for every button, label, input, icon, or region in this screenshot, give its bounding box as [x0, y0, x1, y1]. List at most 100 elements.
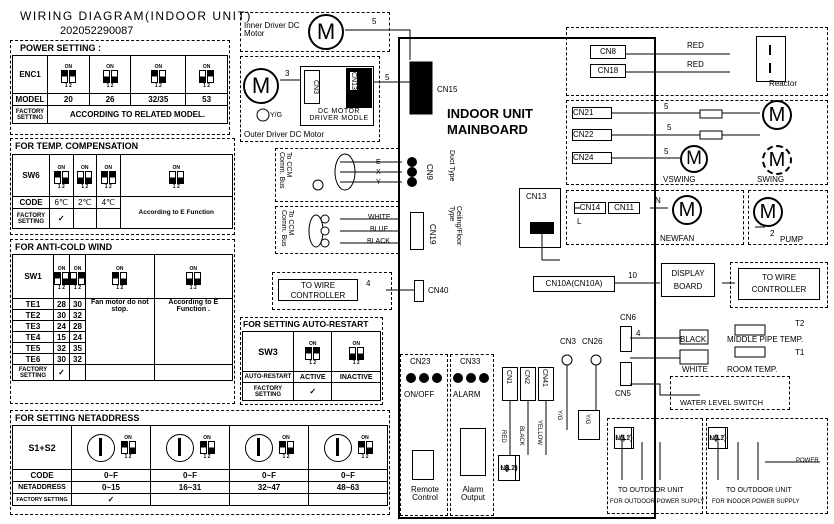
cn6-connector	[620, 326, 632, 352]
cn5-label: CN5	[615, 389, 632, 398]
dip-switch: ON 1 2	[72, 154, 98, 197]
switch-pos-1: 1	[203, 454, 207, 460]
switch-on-label: ON	[124, 435, 132, 441]
cell: TE6	[12, 353, 54, 365]
cell: TE1	[12, 298, 54, 310]
room-temp-label: ROOM TEMP.	[727, 365, 778, 374]
cn26-label: CN26	[582, 337, 603, 346]
anti-cold-wind-panel	[10, 239, 235, 404]
wire-number: 5	[385, 73, 390, 82]
reactor-box	[566, 27, 828, 96]
rotary-switch: ON 1 2	[308, 425, 388, 470]
switch-on-label: ON	[308, 340, 317, 347]
row-label-sw1: SW1	[12, 254, 54, 299]
address-value: 48~63	[308, 481, 388, 494]
switch-on-label: ON	[172, 164, 181, 171]
cell: TE2	[12, 309, 54, 321]
display-board: DISPLAY BOARD	[661, 263, 715, 297]
cn14-connector: CN14	[574, 202, 606, 214]
switch-pos-2: 2	[62, 284, 65, 291]
white-wire-label: WHITE	[682, 365, 708, 374]
dip-switch: ON 1 2	[49, 154, 74, 197]
alarm-box	[450, 354, 494, 516]
wire-controller-right-box	[730, 262, 828, 308]
wire-e: E	[376, 159, 381, 166]
check-icon: ✓	[107, 495, 115, 504]
reactor-label: Reactor	[769, 79, 798, 88]
cn24-connector: CN24	[572, 152, 612, 164]
dc-driver-label: DC MOTOR DRIVER MODLE	[309, 108, 369, 122]
model-value: 26	[88, 93, 132, 106]
rotary-switch: ON 1 2	[150, 425, 230, 470]
cn10a-connector: CN10A(CN10A)	[533, 276, 615, 292]
switch-pos-2: 2	[313, 359, 317, 366]
anti-cold-heading: FOR ANTI-COLD WIND	[15, 242, 113, 252]
cn1-connector	[502, 367, 518, 401]
water-level-label: WATER LEVEL SWITCH	[680, 398, 764, 407]
inactive-label: INACTIVE	[331, 371, 381, 383]
dip-switch: ON 1 2	[119, 154, 234, 197]
duct-comm-box	[275, 148, 399, 202]
switch-pos-1: 1	[124, 454, 128, 460]
code-value: 0~F	[308, 469, 388, 482]
switch-pos-2: 2	[207, 454, 211, 460]
wire-number: 3	[285, 69, 290, 78]
switch-on-label: ON	[57, 265, 66, 272]
wire-number: 5	[667, 123, 672, 132]
address-value: 16~31	[150, 481, 230, 494]
remote-switch-icon	[412, 450, 434, 480]
dip-switch: ON 1 2	[85, 254, 155, 299]
row-label-netaddress: NETADDRESS	[12, 481, 72, 494]
switch-on-label: ON	[106, 63, 114, 70]
check-icon: ✓	[57, 214, 65, 223]
yg-label-2: Y/G	[584, 414, 590, 425]
cn11-connector: CN11	[608, 202, 640, 214]
cell: 30	[69, 298, 86, 310]
row-label-code: CODE	[12, 469, 72, 482]
pump-box	[748, 190, 828, 245]
to-ccm-label: To CCM Comm. Bus	[278, 152, 292, 189]
auto-restart-heading: FOR SETTING AUTO-RESTART	[243, 319, 369, 329]
wire-number: 5	[664, 147, 669, 156]
wire-number: 5	[664, 102, 669, 111]
switch-pos-1: 1	[106, 82, 110, 89]
for-indoor-ps-label: FOR INDOOR POWER SUPPLY	[712, 499, 800, 505]
switch-pos-1: 1	[116, 284, 120, 291]
cn2-label: CN2	[523, 370, 530, 385]
cell: TE5	[12, 342, 54, 354]
mainboard-title-2: MAINBOARD	[447, 122, 528, 137]
cn22-connector: CN22	[572, 129, 612, 141]
dip-switch: ON 1 2	[96, 154, 121, 197]
to-outdoor-label: TO OUTDOOR UNIT	[726, 487, 792, 494]
dc-driver-box	[300, 66, 374, 126]
wire-red: RED	[687, 41, 704, 50]
switch-on-label: ON	[189, 265, 198, 272]
cn6-label: CN6	[620, 313, 637, 322]
cn33-label: CN33	[460, 357, 481, 366]
dip-switch: ON 1 2	[130, 55, 187, 94]
switch-on-label: ON	[104, 164, 113, 171]
inner-motor-label: Inner Driver DC Motor	[244, 21, 300, 38]
code-value: According to E Function	[119, 196, 234, 229]
yg-label: Y/G	[270, 112, 283, 119]
row-label-sw3: SW3	[242, 331, 294, 372]
temp-compensation-heading: FOR TEMP. COMPENSATION	[15, 141, 139, 151]
cn19-label: CN19	[428, 224, 437, 245]
switch-on-label: ON	[361, 435, 369, 441]
water-level-box	[670, 376, 790, 410]
indoor-power-box	[706, 418, 828, 514]
row-label-code: CODE	[12, 196, 50, 209]
ground-icon: ⏚	[614, 427, 632, 449]
rotary-switch: ON 1 2	[229, 425, 309, 470]
black-wire-label: BLACK	[680, 335, 707, 344]
switch-on-label: ON	[116, 265, 124, 272]
switch-pos-2: 2	[128, 454, 132, 460]
cn15-label: CN15	[437, 85, 458, 94]
wire-number: 2	[770, 229, 775, 238]
wire-yellow: YELLOW	[536, 420, 542, 446]
dip-switch: ON 1 2	[69, 254, 86, 299]
dip-switch: ON 1 2	[53, 254, 70, 299]
model-value: 20	[47, 93, 90, 106]
temp-compensation-panel	[10, 138, 235, 235]
